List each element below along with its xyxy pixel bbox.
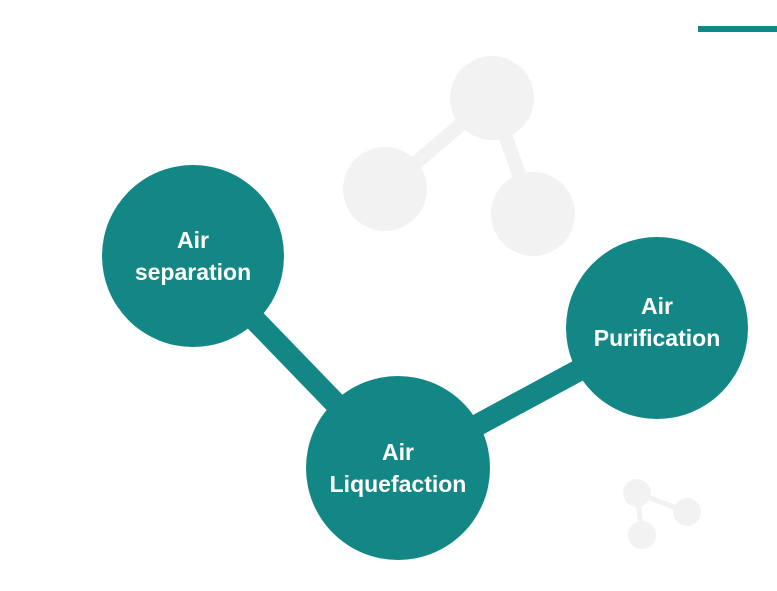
node-air-purification <box>566 237 748 419</box>
node-label-air-liquefaction: Air Liquefaction <box>329 439 467 497</box>
node-air-liquefaction <box>306 376 490 560</box>
node-label-air-separation: Air separation <box>134 227 252 285</box>
node-air-separation <box>102 165 284 347</box>
small-molecule-icon <box>623 479 701 549</box>
background-molecule-icon <box>343 56 575 256</box>
accent-bar <box>698 26 777 32</box>
node-label-air-purification: Air Purification <box>593 293 721 351</box>
